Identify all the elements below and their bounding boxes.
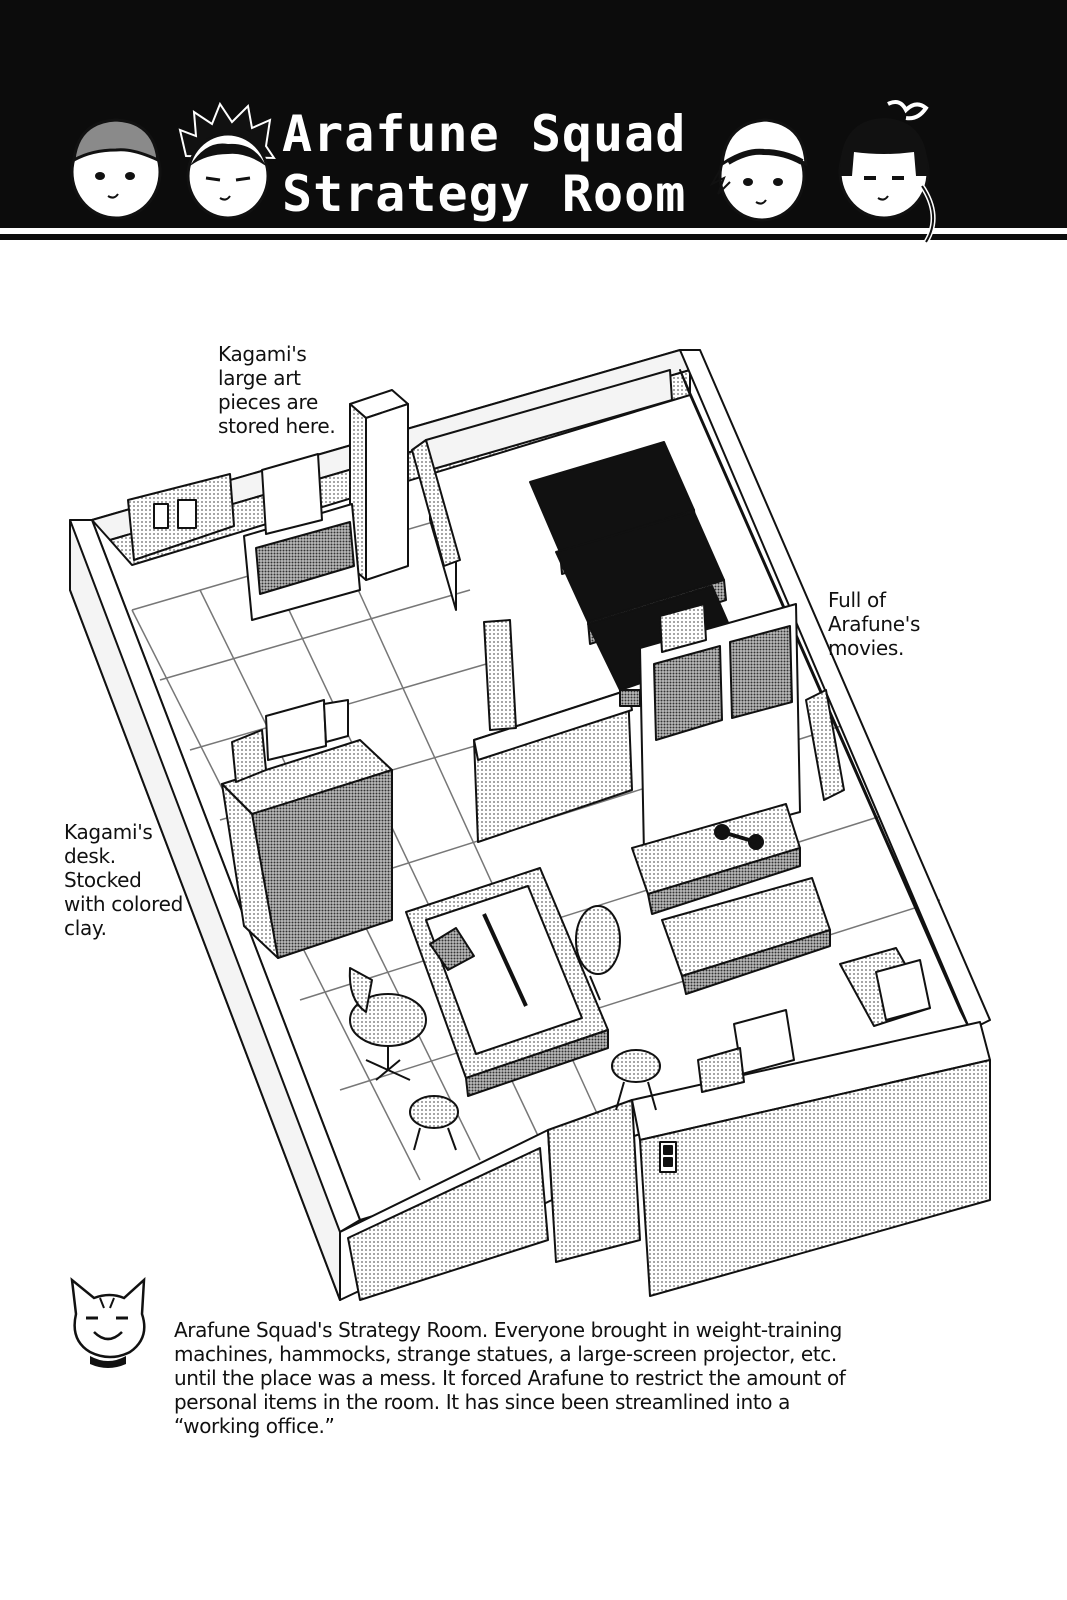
character-face-cap-icon	[70, 118, 162, 220]
computer-monitor-icon	[265, 699, 327, 761]
note-art-storage: Kagami's large art pieces are stored her…	[218, 342, 336, 438]
office-chair	[575, 905, 621, 975]
character-face-spiky-icon	[178, 101, 276, 220]
caption-text: Arafune Squad's Strategy Room. Everyone …	[174, 1318, 846, 1438]
round-stool	[409, 1095, 459, 1129]
page-title-line1: Arafune Squad	[282, 105, 687, 163]
note-kagami-desk: Kagami's desk. Stocked with colored clay…	[64, 820, 183, 940]
title-underline	[0, 234, 1067, 240]
round-stool	[611, 1049, 661, 1083]
page-title-line2: Strategy Room	[282, 165, 687, 223]
tablet-icon	[429, 927, 475, 971]
page-title: Arafune Squad Strategy Room	[282, 104, 712, 224]
note-movies: Full of Arafune's movies.	[828, 588, 921, 660]
character-face-bangs-icon	[838, 100, 936, 244]
character-face-backward-cap-icon	[709, 118, 808, 222]
right-wall	[679, 349, 991, 1031]
cat-mascot-icon	[70, 1277, 146, 1368]
